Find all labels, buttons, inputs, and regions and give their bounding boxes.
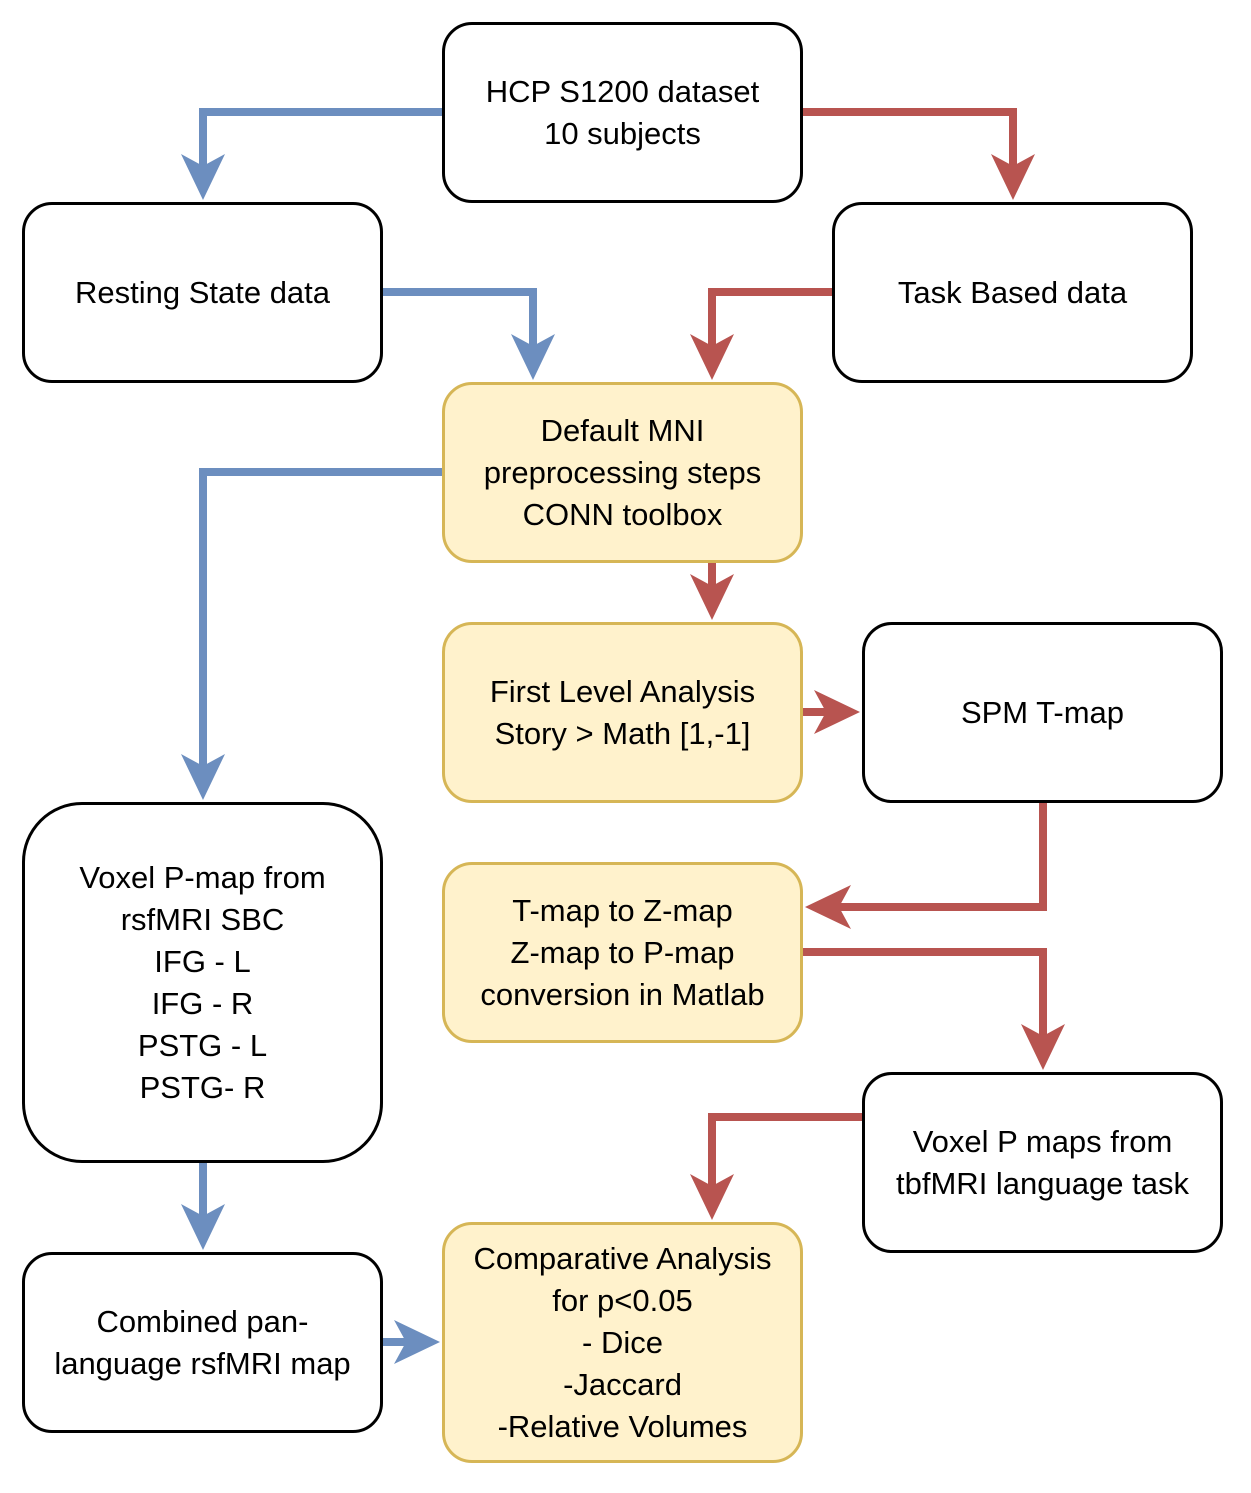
arrowhead-icon	[991, 154, 1035, 200]
connector-spm-tmap-to-tmap-conversion	[839, 803, 1047, 911]
node-label-line: Voxel P maps from	[912, 1123, 1173, 1159]
edge-group	[181, 108, 1065, 1364]
node-label-line: Combined pan-	[96, 1303, 309, 1339]
node-label-line: Story > Math [1,-1]	[494, 715, 751, 751]
node-label-line: HCP S1200 dataset	[485, 73, 760, 109]
node-label-line: -Relative Volumes	[497, 1408, 748, 1444]
node-label-line: T-map to Z-map	[512, 892, 733, 928]
node-label-line: PSTG - L	[137, 1027, 268, 1063]
arrowhead-icon	[805, 885, 851, 929]
connector-hcp-dataset-to-resting-state	[199, 108, 442, 166]
node-label-line: First Level Analysis	[489, 673, 756, 709]
node-label-line: - Dice	[582, 1324, 663, 1360]
arrowhead-icon	[394, 1320, 440, 1364]
node-label-line: Task Based data	[897, 274, 1128, 310]
node-label-line: Z-map to P-map	[510, 934, 735, 970]
arrowhead-icon	[690, 334, 734, 380]
arrowhead-icon	[690, 1174, 734, 1220]
node-label-line: 10 subjects	[544, 115, 701, 151]
node-resting-state-data[interactable]: Resting State data	[22, 202, 383, 383]
node-spm-t-map[interactable]: SPM T-map	[862, 622, 1223, 803]
node-combined-rsfmri-map[interactable]: Combined pan-language rsfMRI map	[22, 1252, 383, 1433]
node-label-line: conversion in Matlab	[480, 976, 765, 1012]
node-label-line: CONN toolbox	[522, 496, 723, 532]
node-label-line: IFG - R	[151, 985, 254, 1021]
connector-task-based-to-preprocessing	[708, 288, 832, 346]
arrowhead-icon	[181, 154, 225, 200]
arrowhead-icon	[181, 754, 225, 800]
node-label-line: Default MNI	[540, 412, 705, 448]
node-label-line: tbfMRI language task	[896, 1165, 1189, 1201]
node-voxel-p-maps-tbfmri[interactable]: Voxel P maps from tbfMRI language task	[862, 1072, 1223, 1253]
arrowhead-icon	[690, 574, 734, 620]
node-label-line: Resting State data	[74, 274, 331, 310]
node-comparative-analysis[interactable]: Comparative Analysis for p<0.05 - Dice -Jac…	[442, 1222, 803, 1463]
connector-preprocessing-to-voxel-pmap-rsfmri	[199, 468, 442, 766]
node-task-based-data[interactable]: Task Based data	[832, 202, 1193, 383]
node-label-line: SPM T-map	[960, 694, 1125, 730]
node-label-line: language rsfMRI map	[54, 1345, 351, 1381]
node-hcp-dataset[interactable]: HCP S1200 dataset 10 subjects	[442, 22, 803, 203]
connector-tmap-conversion-to-voxel-pmaps-tbfmri	[803, 948, 1047, 1036]
arrowhead-icon	[1021, 1024, 1065, 1070]
connector-voxel-pmaps-tbfmri-to-comparative-analysis	[708, 1113, 862, 1186]
node-label-line: for p<0.05	[552, 1282, 693, 1318]
node-label-line: PSTG- R	[139, 1069, 266, 1105]
arrowhead-icon	[181, 1204, 225, 1250]
node-label-line: IFG - L	[154, 943, 251, 979]
node-label-line: Comparative Analysis	[473, 1240, 772, 1276]
node-label-line: rsfMRI SBC	[120, 901, 285, 937]
node-voxel-p-map-rsfmri[interactable]: Voxel P-map from rsfMRI SBC IFG - L IFG - R…	[22, 802, 383, 1163]
arrowhead-icon	[814, 690, 860, 734]
connector-resting-state-to-preprocessing	[383, 288, 537, 346]
connector-hcp-dataset-to-task-based	[803, 108, 1017, 166]
node-label-line: -Jaccard	[563, 1366, 682, 1402]
node-label-line: Voxel P-map from	[79, 859, 326, 895]
node-label-line: preprocessing steps	[483, 454, 762, 490]
arrowhead-icon	[511, 334, 555, 380]
